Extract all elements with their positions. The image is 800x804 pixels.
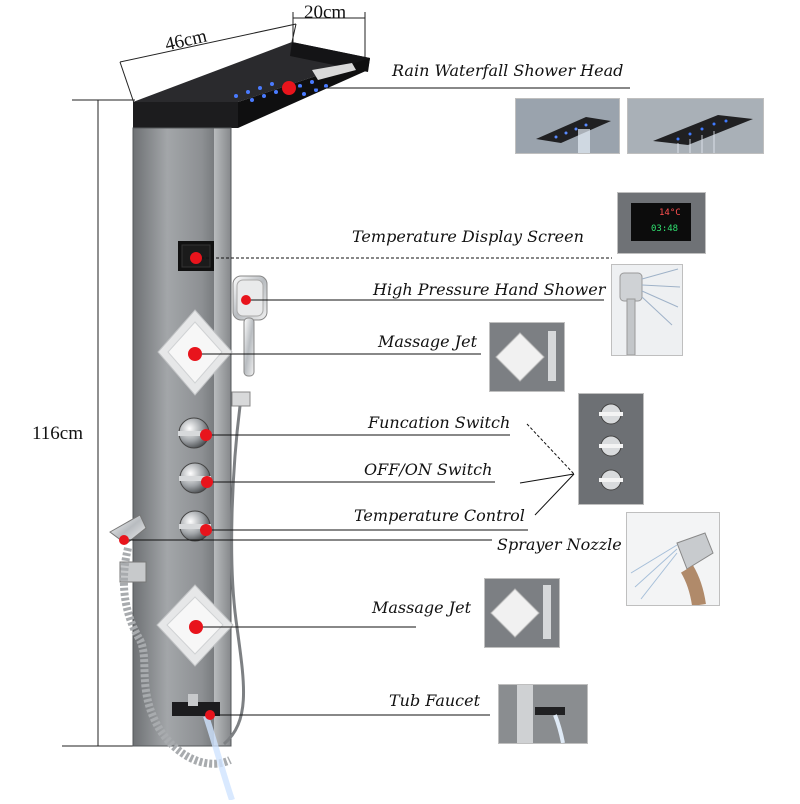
label-tub-faucet: Tub Faucet [389,691,481,710]
thumb-hand-shower [611,264,683,356]
thumb-tub-faucet [498,684,588,744]
marker-display [190,252,202,264]
label-temp-control: Temperature Control [354,506,525,525]
thumb-massage-jet-bottom [484,578,560,648]
label-temp-display: Temperature Display Screen [352,227,584,246]
red-markers [119,81,296,720]
thumb-temp-display: 14°C 03:48 [617,192,706,254]
label-rain-head: Rain Waterfall Shower Head [392,61,624,80]
marker-onoff [201,476,213,488]
marker-massage-top [188,347,202,361]
thumb-massage-jet-top [489,322,565,392]
marker-faucet [205,710,215,720]
thumb-sprayer [626,512,720,606]
label-massage-jet-top: Massage Jet [378,332,477,351]
rain-shower-head [133,42,370,128]
dimension-height: 116cm [32,423,84,444]
marker-function [200,429,212,441]
marker-temp [200,524,212,536]
marker-sprayer [119,535,129,545]
thumb-control-knobs [578,393,644,505]
marker-hand-shower [241,295,251,305]
thumb-rain-head-2 [627,98,764,154]
thumb-rain-head-1 [515,98,620,154]
label-hand-shower: High Pressure Hand Shower [373,280,606,299]
marker-massage-bottom [189,620,203,634]
rain-led-dots [234,80,328,102]
display-temp-readout: 14°C [659,208,681,218]
sprayer-nozzle [109,514,232,768]
display-time-readout: 03:48 [651,224,679,234]
dimension-depth: 20cm [304,2,347,23]
marker-rain-head [282,81,296,95]
label-sprayer: Sprayer Nozzle [497,535,622,554]
label-function-switch: Funcation Switch [368,413,511,432]
leader-lines [124,87,630,716]
dimension-lines [62,12,366,747]
label-massage-jet-bottom: Massage Jet [372,598,471,617]
label-onoff-switch: OFF/ON Switch [364,460,493,479]
